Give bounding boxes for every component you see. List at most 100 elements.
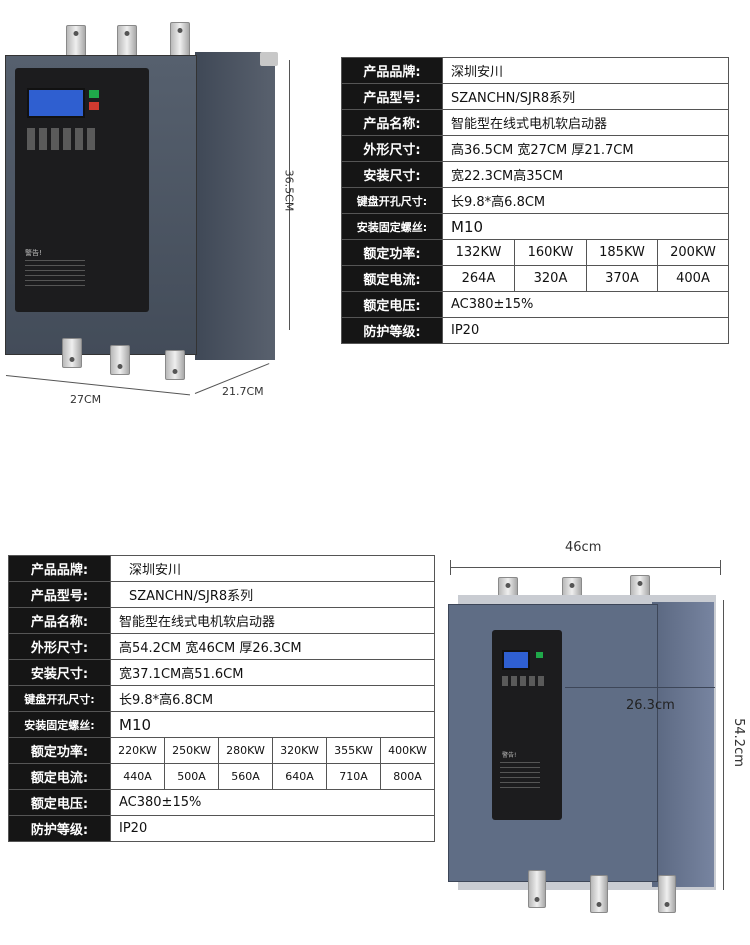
top-terminal-4 — [62, 338, 82, 368]
bottom-label-keypad: 键盘开孔尺寸: — [8, 685, 111, 712]
bottom-power-2: 250KW — [164, 737, 219, 764]
bottom-power-5: 355KW — [326, 737, 381, 764]
top-mounting-tab — [260, 52, 278, 66]
top-spec-table: 产品品牌: 深圳安川 产品型号: SZANCHN/SJR8系列 产品名称: 智能… — [341, 57, 730, 344]
top-green-button — [89, 90, 99, 98]
bottom-width-tick-right — [720, 560, 721, 575]
bottom-label-name: 产品名称: — [8, 607, 111, 634]
bottom-label-voltage: 额定电压: — [8, 789, 111, 816]
bottom-terminal-5 — [590, 875, 608, 913]
top-row-protection: 防护等级: IP20 — [341, 317, 730, 344]
top-row-keypad: 键盘开孔尺寸: 长9.8*高6.8CM — [341, 187, 730, 214]
bottom-width-tick-left — [450, 560, 451, 575]
bottom-value-model: SZANCHN/SJR8系列 — [109, 581, 436, 608]
top-current-2: 320A — [514, 265, 587, 292]
bottom-row-keypad: 键盘开孔尺寸: 长9.8*高6.8CM — [8, 685, 436, 712]
bottom-current-5: 710A — [326, 763, 381, 790]
bottom-control-panel: 警告! — [492, 630, 562, 820]
bottom-value-voltage: AC380±15% — [109, 789, 436, 816]
bottom-keypad — [502, 676, 546, 686]
bottom-current-4: 640A — [272, 763, 327, 790]
top-row-voltage: 额定电压: AC380±15% — [341, 291, 730, 318]
bottom-warning-lines — [500, 762, 540, 788]
top-power-3: 185KW — [586, 239, 658, 266]
top-width-label: 27CM — [70, 393, 102, 406]
bottom-row-name: 产品名称: 智能型在线式电机软启动器 — [8, 607, 436, 634]
bottom-row-screw: 安装固定螺丝: M10 — [8, 711, 436, 738]
top-keypad — [27, 128, 97, 150]
top-value-size: 高36.5CM 宽27CM 厚21.7CM — [441, 135, 730, 162]
top-device-side — [195, 52, 275, 360]
top-label-screw: 安装固定螺丝: — [341, 213, 443, 240]
top-value-install: 宽22.3CM高35CM — [441, 161, 730, 188]
top-terminal-5 — [110, 345, 130, 375]
bottom-value-screw: M10 — [109, 711, 436, 738]
top-label-install: 安装尺寸: — [341, 161, 443, 188]
bottom-row-model: 产品型号: SZANCHN/SJR8系列 — [8, 581, 436, 608]
bottom-current-1: 440A — [110, 763, 165, 790]
top-label-model: 产品型号: — [341, 83, 443, 110]
top-terminal-6 — [165, 350, 185, 380]
top-height-label: 36.5CM — [282, 169, 296, 212]
top-row-size: 外形尺寸: 高36.5CM 宽27CM 厚21.7CM — [341, 135, 730, 162]
bottom-label-brand: 产品品牌: — [8, 555, 111, 582]
bottom-height-label: 54.2cm — [730, 718, 746, 767]
top-row-name: 产品名称: 智能型在线式电机软启动器 — [341, 109, 730, 136]
bottom-device-side — [652, 602, 714, 887]
bottom-row-install: 安装尺寸: 宽37.1CM高51.6CM — [8, 659, 436, 686]
bottom-label-size: 外形尺寸: — [8, 633, 111, 660]
top-power-2: 160KW — [514, 239, 587, 266]
top-control-panel: 警告! — [15, 68, 149, 312]
bottom-terminal-6 — [658, 875, 676, 913]
top-row-brand: 产品品牌: 深圳安川 — [341, 57, 730, 84]
top-height-dimline — [289, 60, 290, 330]
bottom-depth-label: 26.3cm — [626, 698, 675, 713]
bottom-spec-table: 产品品牌: 深圳安川 产品型号: SZANCHN/SJR8系列 产品名称: 智能… — [8, 555, 436, 842]
top-red-button — [89, 102, 99, 110]
bottom-row-size: 外形尺寸: 高54.2CM 宽46CM 厚26.3CM — [8, 633, 436, 660]
bottom-row-power: 额定功率: 220KW 250KW 280KW 320KW 355KW 400K… — [8, 737, 436, 764]
top-label-protection: 防护等级: — [341, 317, 443, 344]
bottom-current-3: 560A — [218, 763, 273, 790]
top-value-voltage: AC380±15% — [441, 291, 730, 318]
top-row-model: 产品型号: SZANCHN/SJR8系列 — [341, 83, 730, 110]
top-power-1: 132KW — [442, 239, 515, 266]
bottom-warning-label: 警告! — [502, 752, 517, 759]
top-power-4: 200KW — [656, 239, 730, 266]
top-row-install: 安装尺寸: 宽22.3CM高35CM — [341, 161, 730, 188]
bottom-label-model: 产品型号: — [8, 581, 111, 608]
top-row-screw: 安装固定螺丝: M10 — [341, 213, 730, 240]
bottom-product-image: 46cm 警告! 26.3cm 54.2cm — [440, 530, 748, 940]
top-row-current: 额定电流: 264A 320A 370A 400A — [341, 265, 730, 292]
bottom-value-name: 智能型在线式电机软启动器 — [109, 607, 436, 634]
bottom-green-button — [536, 652, 543, 658]
bottom-label-install: 安装尺寸: — [8, 659, 111, 686]
top-value-name: 智能型在线式电机软启动器 — [441, 109, 730, 136]
top-value-keypad: 长9.8*高6.8CM — [441, 187, 730, 214]
top-value-protection: IP20 — [441, 317, 730, 344]
top-value-brand: 深圳安川 — [441, 57, 730, 84]
top-current-4: 400A — [656, 265, 730, 292]
bottom-value-brand: 深圳安川 — [109, 555, 436, 582]
bottom-row-voltage: 额定电压: AC380±15% — [8, 789, 436, 816]
top-label-brand: 产品品牌: — [341, 57, 443, 84]
bottom-power-1: 220KW — [110, 737, 165, 764]
bottom-row-current: 额定电流: 440A 500A 560A 640A 710A 800A — [8, 763, 436, 790]
bottom-value-protection: IP20 — [109, 815, 436, 842]
bottom-height-dimline — [723, 600, 724, 890]
bottom-row-protection: 防护等级: IP20 — [8, 815, 436, 842]
top-label-keypad: 键盘开孔尺寸: — [341, 187, 443, 214]
bottom-power-3: 280KW — [218, 737, 273, 764]
bottom-label-power: 额定功率: — [8, 737, 111, 764]
bottom-lcd-screen — [502, 650, 530, 670]
top-label-current: 额定电流: — [341, 265, 443, 292]
bottom-power-6: 400KW — [379, 737, 436, 764]
top-row-power: 额定功率: 132KW 160KW 185KW 200KW — [341, 239, 730, 266]
top-current-3: 370A — [586, 265, 658, 292]
top-current-1: 264A — [442, 265, 515, 292]
bottom-terminal-4 — [528, 870, 546, 908]
top-label-power: 额定功率: — [341, 239, 443, 266]
top-value-model: SZANCHN/SJR8系列 — [441, 83, 730, 110]
bottom-depth-dimline — [565, 687, 715, 688]
top-warning-lines — [25, 260, 85, 290]
